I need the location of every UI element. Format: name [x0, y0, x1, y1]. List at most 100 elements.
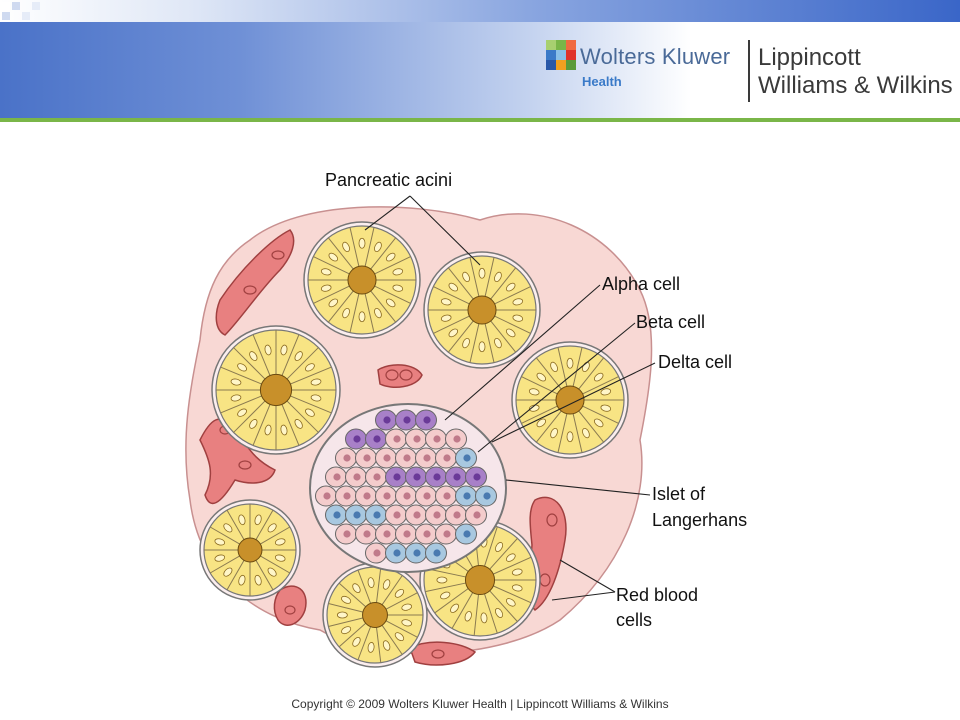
acinar-nucleus	[341, 626, 352, 635]
acinar-cell-wall	[483, 526, 498, 569]
beta-cell	[425, 504, 447, 526]
islet-of-langerhans	[309, 403, 507, 573]
acinar-cell-wall	[535, 408, 563, 443]
acinar-nucleus	[480, 612, 488, 624]
acinar-cell-wall	[288, 366, 332, 386]
acinar-cell-wall	[487, 538, 518, 572]
acinar-nucleus	[223, 567, 233, 577]
cell-nucleus	[413, 511, 421, 519]
acinar-nucleus	[582, 427, 590, 439]
cell-nucleus	[463, 492, 471, 500]
acinar-cell-wall	[521, 404, 560, 424]
cell-nucleus	[373, 511, 381, 519]
beta-cell	[435, 485, 457, 507]
acinar-cell-wall	[258, 526, 291, 546]
acinar-nucleus	[528, 388, 540, 396]
brand-subtitle: Health	[582, 74, 622, 89]
acinar-nucleus	[367, 642, 375, 653]
cell-nucleus	[413, 549, 421, 557]
acinar-nucleus	[436, 576, 448, 584]
label-islet-line1: Islet of	[652, 484, 706, 504]
acinar-nucleus	[550, 361, 558, 373]
acinar-cell-wall	[469, 257, 480, 299]
alpha-cell	[385, 466, 407, 488]
beta-cell	[405, 504, 427, 526]
acinar-nucleus	[512, 314, 524, 322]
acinar-cell-wall	[577, 357, 605, 392]
alpha-cell	[345, 428, 367, 450]
acinar-nucleus	[336, 611, 348, 619]
acinar-nucleus	[341, 595, 352, 604]
acinar-cell-wall	[349, 291, 360, 333]
vessel-bottom	[409, 641, 477, 666]
acinar-cell-wall	[557, 347, 568, 389]
cell-nucleus	[463, 530, 471, 538]
leader-lines	[364, 195, 656, 601]
acinar-nucleus	[352, 637, 361, 647]
acinar-cell-wall	[280, 334, 300, 378]
acinar-nucleus	[505, 282, 516, 292]
acinar-cell-wall	[425, 582, 469, 593]
acinar-cell-wall	[313, 284, 352, 304]
acinar-cell-wall	[487, 588, 518, 622]
cell-nucleus	[323, 492, 331, 500]
header-topbar	[0, 0, 960, 22]
rbc	[284, 605, 296, 615]
acinar-nucleus	[478, 341, 486, 353]
acinar-cell-wall	[375, 625, 382, 663]
acinus	[423, 251, 541, 369]
acinar-nucleus	[593, 372, 604, 382]
acinar-cell-wall	[380, 623, 403, 655]
acinar-nucleus	[536, 372, 547, 382]
acinar-nucleus	[448, 328, 459, 338]
leader-beta	[477, 322, 636, 453]
beta-cell	[365, 542, 387, 564]
acinar-nucleus	[394, 588, 405, 598]
cell-nucleus	[373, 549, 381, 557]
cell-nucleus	[403, 416, 411, 424]
beta-cell	[335, 523, 357, 545]
beta-cell	[355, 447, 377, 469]
header-divider-rule	[0, 118, 960, 122]
acinar-nucleus	[392, 268, 404, 276]
acinar-nucleus	[342, 241, 350, 253]
acinar-nucleus	[495, 542, 504, 553]
cell-nucleus	[423, 530, 431, 538]
acinar-nucleus	[274, 554, 286, 562]
acinar-cell-wall	[372, 256, 411, 276]
acinar-nucleus	[328, 298, 339, 308]
acinar-cell-wall	[327, 237, 355, 272]
acinus-lumen	[467, 295, 497, 325]
alpha-cell	[425, 466, 447, 488]
cell-nucleus	[473, 511, 481, 519]
cell-nucleus	[463, 454, 471, 462]
beta-cell	[345, 466, 367, 488]
acinar-nucleus	[462, 271, 470, 283]
cell-nucleus	[473, 473, 481, 481]
alpha-cell	[445, 466, 467, 488]
acinar-nucleus	[249, 351, 258, 361]
cell-nucleus	[363, 492, 371, 500]
acinar-cell-wall	[484, 321, 495, 363]
beta-cell	[335, 447, 357, 469]
cell-nucleus	[443, 530, 451, 538]
acinar-nucleus	[254, 514, 262, 526]
beta-cell	[395, 485, 417, 507]
beta-cell	[325, 466, 347, 488]
leader-acini-right	[409, 195, 481, 266]
label-beta-cell: Beta cell	[636, 312, 705, 332]
beta-cell	[375, 523, 397, 545]
acinar-nucleus	[505, 598, 516, 607]
brand-name: Wolters Kluwer	[580, 44, 731, 69]
acinar-nucleus	[264, 424, 272, 436]
cell-nucleus	[383, 492, 391, 500]
label-rbc-line2: cells	[616, 610, 652, 630]
acinar-nucleus	[358, 237, 366, 249]
beta-cell	[395, 447, 417, 469]
acinar-cell-wall	[254, 558, 274, 591]
acinar-nucleus	[401, 619, 412, 627]
acinar-nucleus	[440, 298, 452, 306]
cell-nucleus	[383, 530, 391, 538]
acinar-nucleus	[305, 408, 315, 417]
acinar-nucleus	[280, 344, 288, 356]
